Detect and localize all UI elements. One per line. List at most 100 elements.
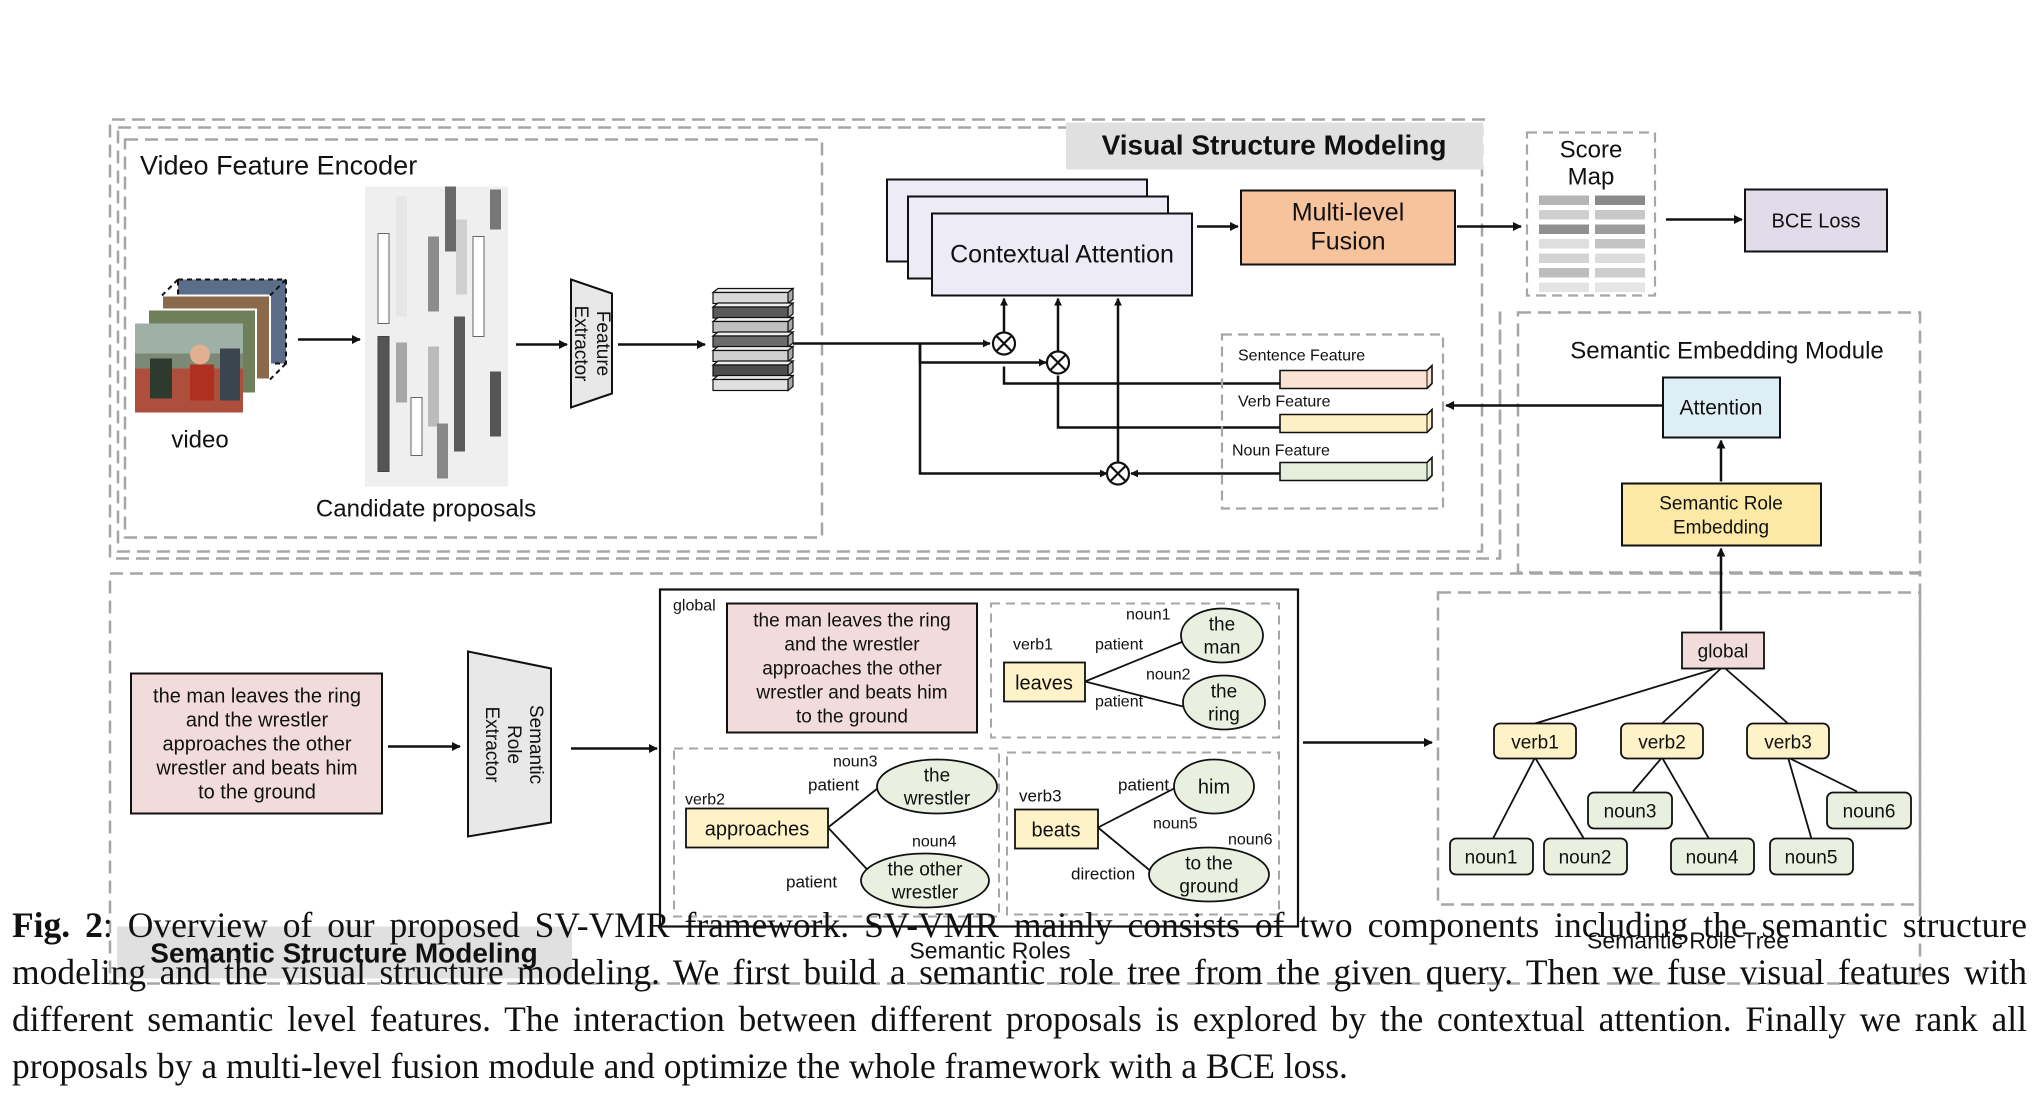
feature-extractor-line1: Feature	[592, 311, 613, 376]
noun4-role: patient	[786, 873, 837, 892]
tree-noun-text: noun2	[1559, 848, 1612, 869]
semantic-structure-region	[108, 572, 1922, 985]
edge	[1084, 640, 1184, 683]
noun3-line1: the	[924, 766, 950, 787]
noun3-line2: wrestler	[903, 789, 971, 810]
score-cell	[1539, 282, 1589, 292]
sentence-feature-label: Sentence Feature	[1238, 348, 1365, 365]
score-map-region	[1525, 131, 1657, 297]
role-tree-edges	[1491, 665, 1858, 841]
feature-slice	[712, 378, 789, 392]
video-label: video	[171, 427, 228, 454]
role-embedding-line2: Embedding	[1673, 518, 1769, 539]
feature-slice-top	[711, 287, 795, 294]
tree-noun-text: noun5	[1785, 848, 1838, 869]
tree-verb-text: verb1	[1511, 733, 1559, 754]
inner-query-box	[726, 602, 978, 734]
verb3-text: beats	[1032, 820, 1081, 842]
edge	[827, 826, 871, 874]
tree-verb-node	[1493, 722, 1577, 760]
multiply-icon	[1045, 350, 1071, 375]
feature-slice-top	[711, 345, 795, 352]
noun-feature-bar	[1279, 455, 1433, 482]
noun2-role: patient	[1095, 694, 1144, 711]
inner-query-line: and the wrestler	[784, 635, 920, 656]
score-cell	[1595, 224, 1645, 234]
fusion-line1: Multi-level	[1292, 199, 1405, 227]
multiply-icon	[991, 331, 1017, 356]
embedding-module-region	[1516, 311, 1922, 574]
feature-slice	[712, 349, 789, 363]
contextual-attention-label: Contextual Attention	[950, 241, 1174, 269]
verb3-node	[1014, 808, 1099, 850]
edge	[827, 785, 881, 829]
fusion-connectors	[793, 297, 1280, 478]
query-line: and the wrestler	[186, 710, 329, 732]
verb3-group	[1006, 751, 1280, 916]
noun4-line2: wrestler	[891, 883, 959, 904]
video-encoder-region	[123, 138, 824, 539]
tree-noun-node	[1826, 791, 1912, 830]
score-cell	[1539, 253, 1589, 263]
semantic-features-region	[1220, 333, 1445, 510]
tree-noun-node	[1587, 791, 1673, 830]
noun2-line1: the	[1211, 682, 1237, 703]
verb2-text: approaches	[705, 819, 810, 841]
attention-label: Attention	[1680, 397, 1763, 420]
tree-noun-node	[1769, 837, 1854, 876]
noun6-node	[1148, 846, 1270, 903]
visual-structure-title-band	[1066, 122, 1483, 170]
semantic-structure-title: Semantic Structure Modeling	[150, 938, 537, 969]
semantic-structure-title-band	[117, 926, 572, 979]
tree-verb-text: verb3	[1764, 733, 1812, 754]
embedding-module-title: Semantic Embedding Module	[1570, 338, 1884, 365]
feature-extractor-line2: Extractor	[570, 305, 591, 382]
tree-noun-node	[1670, 837, 1755, 876]
tree-noun-text: noun1	[1465, 848, 1518, 869]
verb2-group	[673, 747, 1000, 918]
noun-feature-label: Noun Feature	[1232, 443, 1330, 460]
role-embedding-box	[1621, 482, 1822, 547]
query-line: wrestler and beats him	[155, 758, 357, 780]
inner-query-line: the man leaves the ring	[753, 611, 951, 632]
role-embedding-line1: Semantic Role	[1659, 494, 1783, 515]
score-cell	[1595, 282, 1645, 292]
feature-slice	[712, 364, 789, 377]
noun1-tag: noun1	[1126, 607, 1171, 624]
noun2-line2: ring	[1208, 705, 1240, 726]
verb-feature-label: Verb Feature	[1238, 394, 1331, 411]
feature-slice	[712, 335, 789, 348]
semantic-roles-caption: Semantic Roles	[909, 938, 1070, 964]
fusion-line2: Fusion	[1310, 228, 1385, 256]
multi-level-fusion-box	[1240, 189, 1456, 266]
caption-text: : Overview of our proposed SV-VMR framew…	[12, 905, 2027, 1086]
verb1-text: leaves	[1015, 673, 1073, 695]
attention-box	[1662, 376, 1781, 439]
noun4-tag: noun4	[912, 834, 957, 851]
extractor-line1: Semantic	[525, 705, 546, 784]
inner-query-line: wrestler and beats him	[755, 683, 947, 704]
feature-slice-top	[711, 302, 795, 308]
query-line: to the ground	[198, 782, 316, 804]
edge	[1097, 785, 1179, 829]
tree-noun-text: noun3	[1604, 802, 1657, 823]
noun3-node	[876, 758, 998, 815]
inner-query-text: the man leaves the ring and the wrestler…	[753, 611, 951, 728]
bce-loss-box	[1744, 188, 1888, 253]
verb1-tag: verb1	[1013, 637, 1053, 654]
noun2-node	[1182, 674, 1266, 731]
feature-slice-top	[711, 360, 795, 366]
sentence-feature-bar	[1279, 363, 1433, 390]
extractor-line3: Extractor	[481, 706, 502, 783]
video-encoder-title: Video Feature Encoder	[140, 151, 417, 181]
tree-noun-text: noun4	[1686, 848, 1739, 869]
noun5-line1: him	[1198, 777, 1230, 799]
feature-slice	[712, 306, 789, 319]
multiply-nodes	[991, 331, 1131, 486]
feature-slice	[712, 320, 789, 334]
noun3-role: patient	[808, 776, 859, 795]
caption-label: Fig. 2	[12, 905, 103, 945]
figure-caption: Fig. 2: Overview of our proposed SV-VMR …	[12, 902, 2027, 1090]
verb1-node	[1003, 661, 1086, 703]
score-cell	[1595, 195, 1645, 205]
